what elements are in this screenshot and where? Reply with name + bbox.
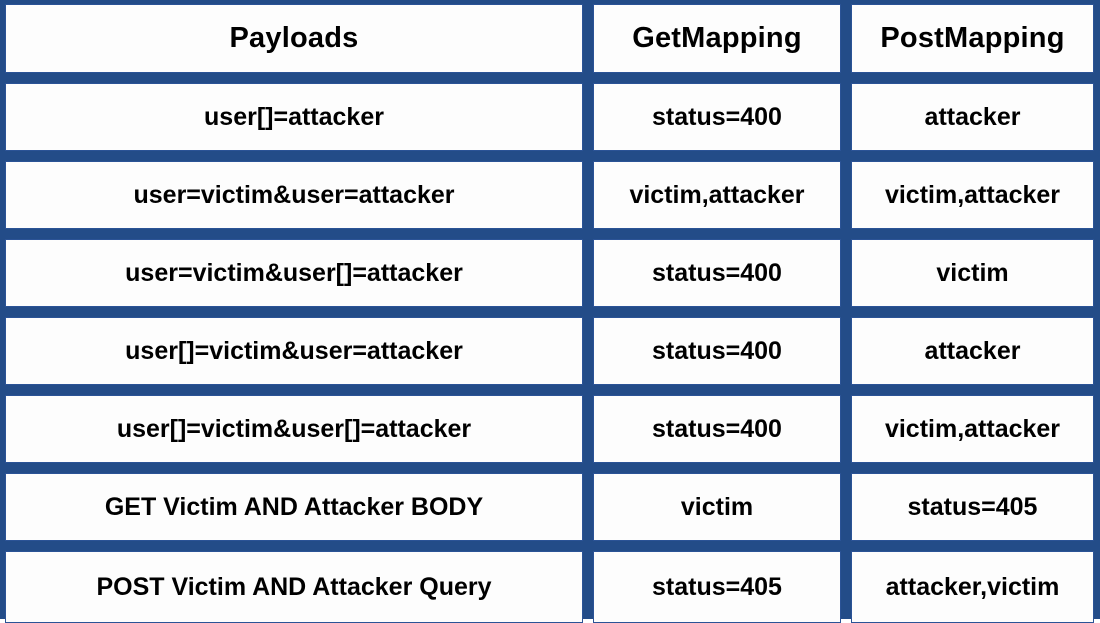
table-row: user=victim&user=attacker victim,attacke… xyxy=(0,161,1100,239)
cell-getmapping: status=400 xyxy=(593,395,841,463)
cell-getmapping: status=400 xyxy=(593,83,841,151)
cell-postmapping: victim,attacker xyxy=(851,161,1094,229)
cell-postmapping: status=405 xyxy=(851,473,1094,541)
table-row: GET Victim AND Attacker BODY victim stat… xyxy=(0,473,1100,551)
cell-payload: user[]=attacker xyxy=(5,83,583,151)
cell-payload: user[]=victim&user=attacker xyxy=(5,317,583,385)
cell-postmapping: victim xyxy=(851,239,1094,307)
cell-getmapping: status=405 xyxy=(593,551,841,623)
cell-payload: user=victim&user[]=attacker xyxy=(5,239,583,307)
table-header-row: Payloads GetMapping PostMapping xyxy=(0,4,1100,83)
table-row: user[]=attacker status=400 attacker xyxy=(0,83,1100,161)
cell-payload: GET Victim AND Attacker BODY xyxy=(5,473,583,541)
cell-payload: user[]=victim&user[]=attacker xyxy=(5,395,583,463)
table-row: user=victim&user[]=attacker status=400 v… xyxy=(0,239,1100,317)
cell-postmapping: attacker,victim xyxy=(851,551,1094,623)
cell-getmapping: victim,attacker xyxy=(593,161,841,229)
cell-getmapping: victim xyxy=(593,473,841,541)
cell-postmapping: victim,attacker xyxy=(851,395,1094,463)
cell-getmapping: status=400 xyxy=(593,317,841,385)
column-header-getmapping: GetMapping xyxy=(593,4,841,73)
table-row: POST Victim AND Attacker Query status=40… xyxy=(0,551,1100,623)
cell-payload: user=victim&user=attacker xyxy=(5,161,583,229)
cell-getmapping: status=400 xyxy=(593,239,841,307)
column-header-postmapping: PostMapping xyxy=(851,4,1094,73)
cell-postmapping: attacker xyxy=(851,317,1094,385)
cell-postmapping: attacker xyxy=(851,83,1094,151)
table-row: user[]=victim&user=attacker status=400 a… xyxy=(0,317,1100,395)
table-row: user[]=victim&user[]=attacker status=400… xyxy=(0,395,1100,473)
column-header-payloads: Payloads xyxy=(5,4,583,73)
cell-payload: POST Victim AND Attacker Query xyxy=(5,551,583,623)
